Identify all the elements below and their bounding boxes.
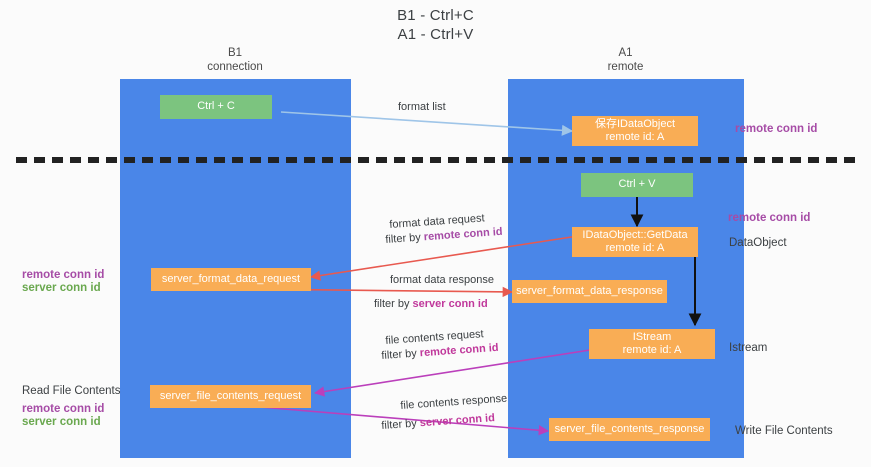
node-ctrl-c-label: Ctrl + C [197,100,235,113]
label-read-file-contents: Read File Contents [22,385,121,397]
node-server-file-contents-request[interactable]: server_file_contents_request [150,385,311,408]
label-format-data-response-filter: filter by server conn id [374,298,488,311]
label-format-data-response-filter-prefix: filter by [374,298,413,310]
column-caption-b1-role: connection [207,61,263,73]
node-server-format-data-request[interactable]: server_format_data_request [151,268,311,291]
label-left-remote-conn-id-bot: remote conn id [22,403,105,415]
diagram-title-line-1: B1 - Ctrl+C [397,7,474,24]
node-ctrl-v-label: Ctrl + V [618,178,656,191]
label-file-contents-request-filter-prefix: filter by [381,347,421,362]
node-save-dataobject[interactable]: 保存IDataObject remote id: A [572,116,698,146]
column-caption-b1: B1 connection [120,46,350,74]
column-caption-a1-role: remote [607,61,644,73]
node-ctrl-c[interactable]: Ctrl + C [160,95,272,119]
node-ctrl-v[interactable]: Ctrl + V [581,173,693,197]
label-left-remote-conn-id-mid: remote conn id [22,269,105,281]
column-caption-b1-name: B1 [227,47,243,59]
node-server-file-contents-response[interactable]: server_file_contents_response [549,418,710,441]
node-getdata-line-1: IDataObject::GetData [582,228,688,241]
node-getdata-line-2: remote id: A [605,242,665,254]
node-server-format-data-response-label: server_format_data_response [516,284,663,297]
node-save-dataobject-line-1: 保存IDataObject [594,117,676,130]
label-file-contents-response-filter-prefix: filter by [381,417,421,432]
column-caption-a1: A1 remote [508,46,743,74]
column-caption-a1-name: A1 [618,47,633,59]
node-server-file-contents-request-label: server_file_contents_request [159,389,302,402]
label-istream: Istream [729,342,768,354]
label-remote-conn-id-mid: remote conn id [728,212,811,224]
arrow-format-data-request [309,235,579,281]
node-server-file-contents-response-label: server_file_contents_response [554,422,705,435]
label-format-list: format list [398,101,446,113]
label-dataobject: DataObject [729,237,787,249]
label-format-data-response: format data response [390,274,494,286]
label-format-data-response-filter-key: server conn id [412,298,488,310]
label-left-server-conn-id-mid: server conn id [22,282,101,294]
label-left-server-conn-id-bot: server conn id [22,416,101,428]
node-istream-line-2: remote id: A [622,344,682,356]
label-remote-conn-id-top: remote conn id [735,123,818,135]
node-server-format-data-response[interactable]: server_format_data_response [512,280,667,303]
diagram-title: B1 - Ctrl+C A1 - Ctrl+V [0,6,871,44]
label-format-data-request-filter-prefix: filter by [385,231,425,246]
arrow-file-contents-request [313,349,591,397]
node-getdata[interactable]: IDataObject::GetData remote id: A [572,227,698,257]
node-istream-line-1: IStream [632,330,672,343]
node-server-format-data-request-label: server_format_data_request [161,272,301,285]
arrow-format-list [280,111,574,136]
diagram-title-line-2: A1 - Ctrl+V [397,26,474,43]
node-istream[interactable]: IStream remote id: A [589,329,715,359]
label-write-file-contents: Write File Contents [735,425,833,437]
node-save-dataobject-line-2: remote id: A [605,131,665,143]
